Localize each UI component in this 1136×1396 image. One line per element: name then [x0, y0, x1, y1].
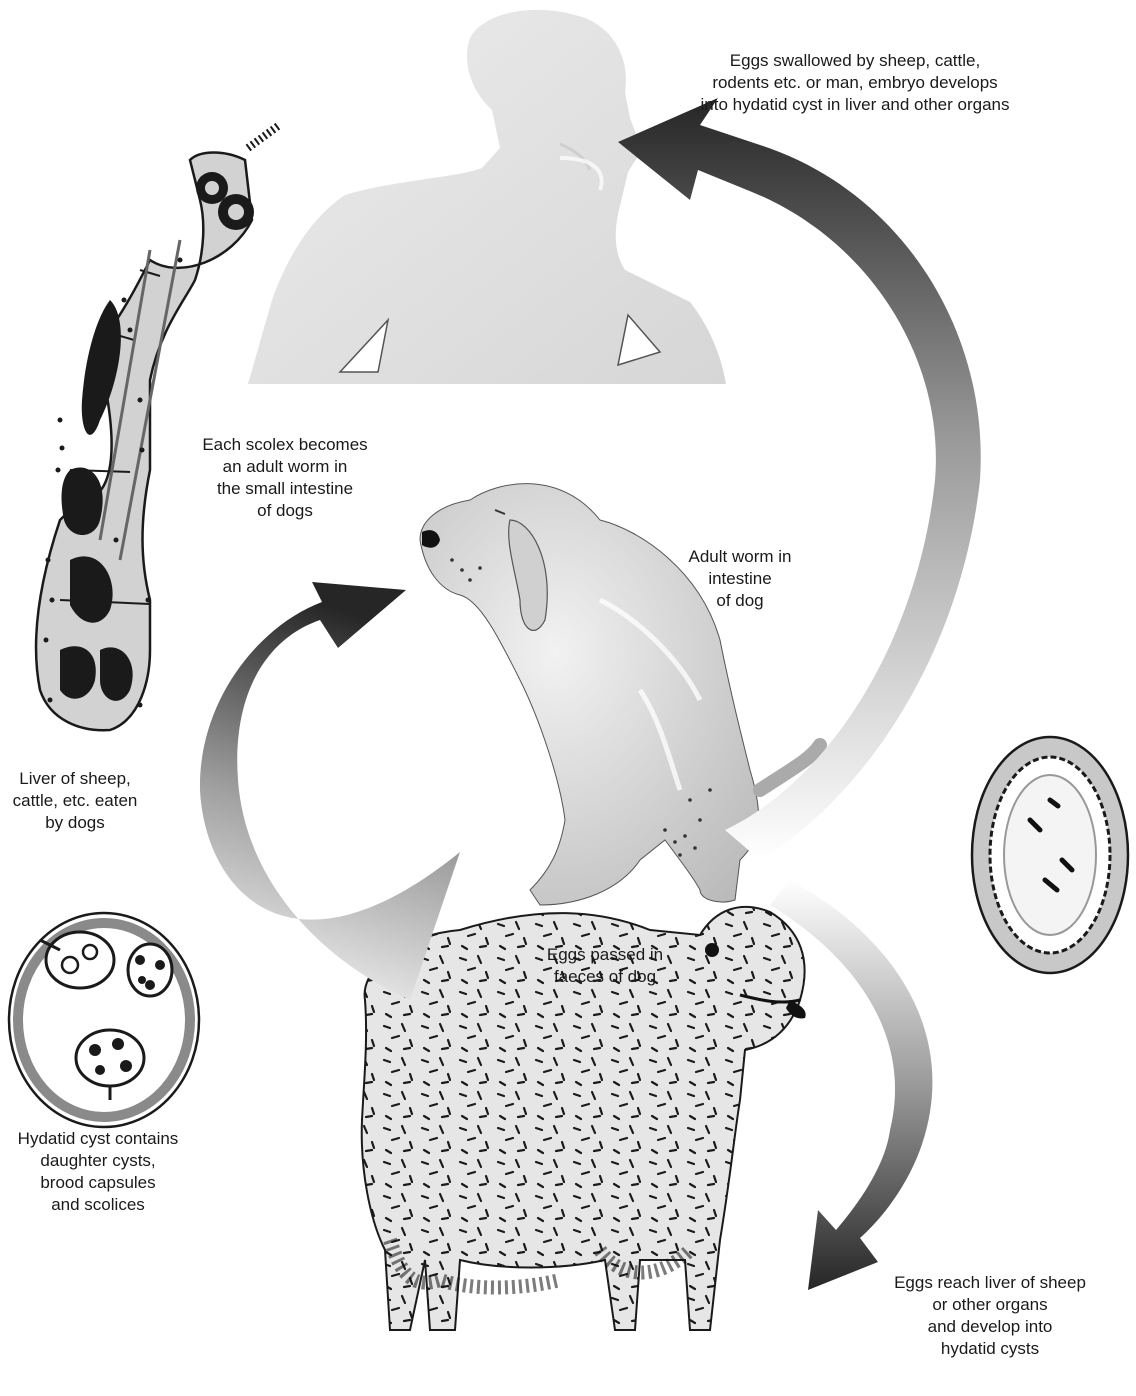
- hydatid-cyst: [9, 913, 199, 1127]
- arrow-sheep-to-dog: [200, 582, 460, 1000]
- label-liver-eaten: Liver of sheep, cattle, etc. eaten by do…: [5, 768, 145, 834]
- label-scolex-becomes-worm: Each scolex becomes an adult worm in the…: [185, 434, 385, 522]
- adult-tapeworm: [36, 126, 278, 730]
- label-eggs-reach-liver: Eggs reach liver of sheep or other organ…: [880, 1272, 1100, 1360]
- egg: [972, 737, 1128, 973]
- label-hydatid-cyst: Hydatid cyst contains daughter cysts, br…: [0, 1128, 196, 1216]
- label-eggs-passed: Eggs passed in faeces of dog: [525, 944, 685, 988]
- label-eggs-swallowed: Eggs swallowed by sheep, cattle, rodents…: [660, 50, 1050, 116]
- label-adult-worm: Adult worm in intestine of dog: [660, 546, 820, 612]
- human-figure: [248, 10, 726, 384]
